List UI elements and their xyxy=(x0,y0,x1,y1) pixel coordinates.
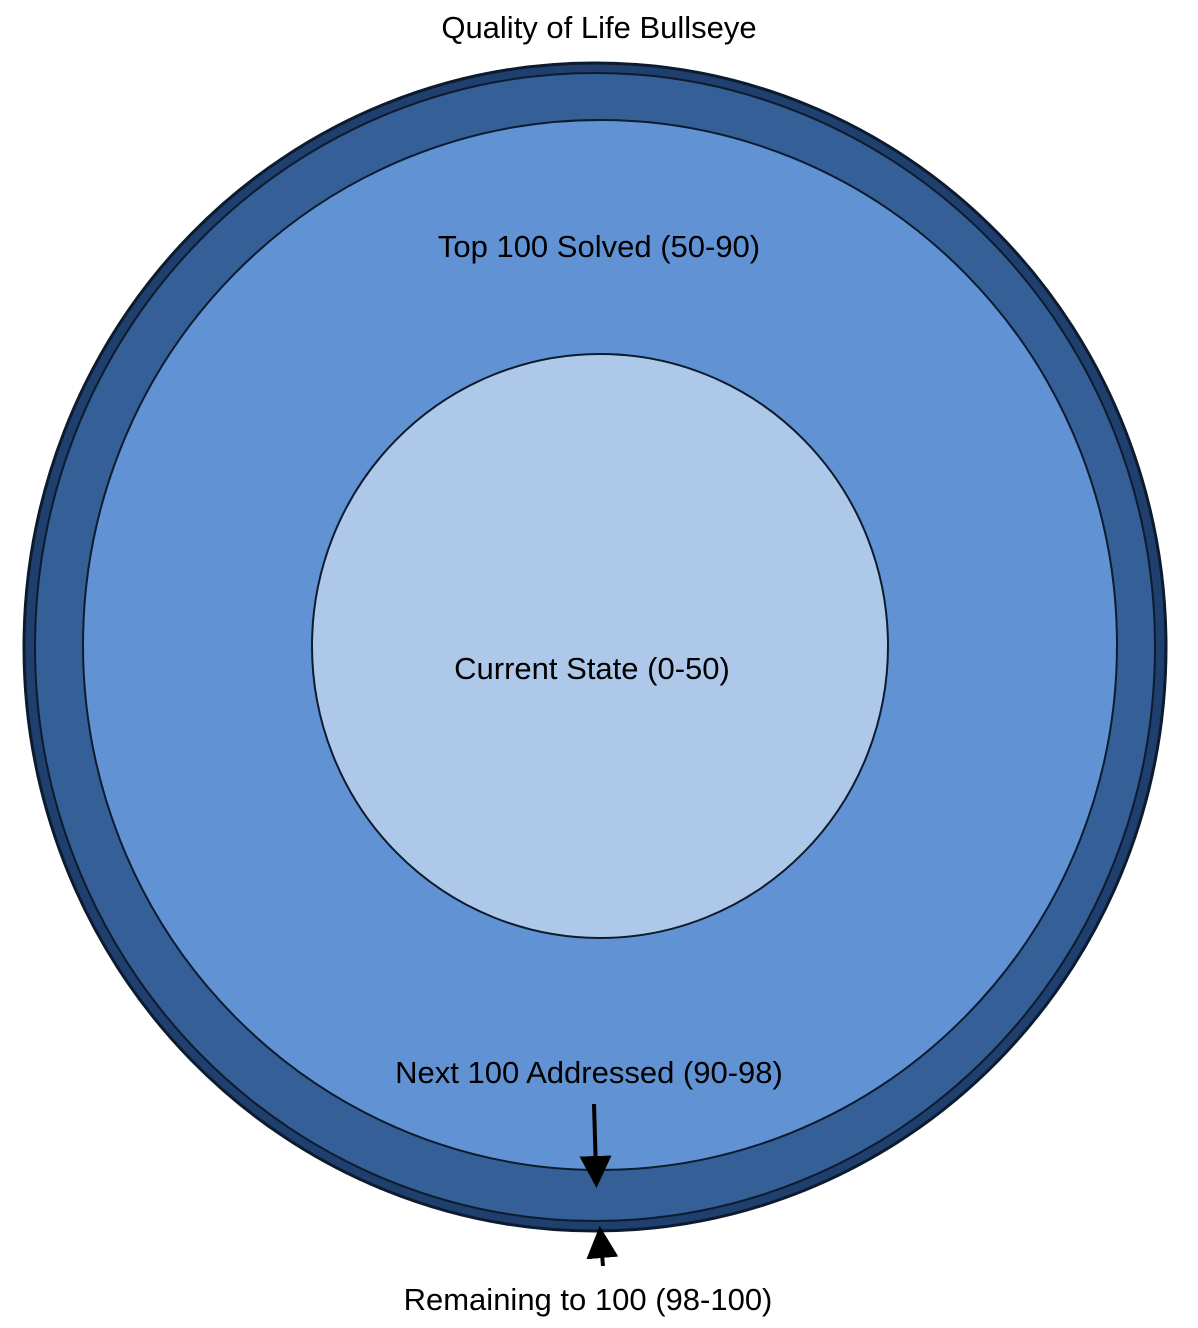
arrow-next-addressed xyxy=(579,1103,612,1188)
label-remaining: Remaining to 100 (98-100) xyxy=(404,1282,773,1317)
arrow-remaining xyxy=(586,1226,619,1267)
label-current-state: Current State (0-50) xyxy=(454,651,730,686)
ring-current-state xyxy=(311,353,889,939)
diagram-title: Quality of Life Bullseye xyxy=(441,10,756,45)
label-next-addressed: Next 100 Addressed (90-98) xyxy=(395,1055,783,1090)
label-top-solved: Top 100 Solved (50-90) xyxy=(438,229,760,264)
